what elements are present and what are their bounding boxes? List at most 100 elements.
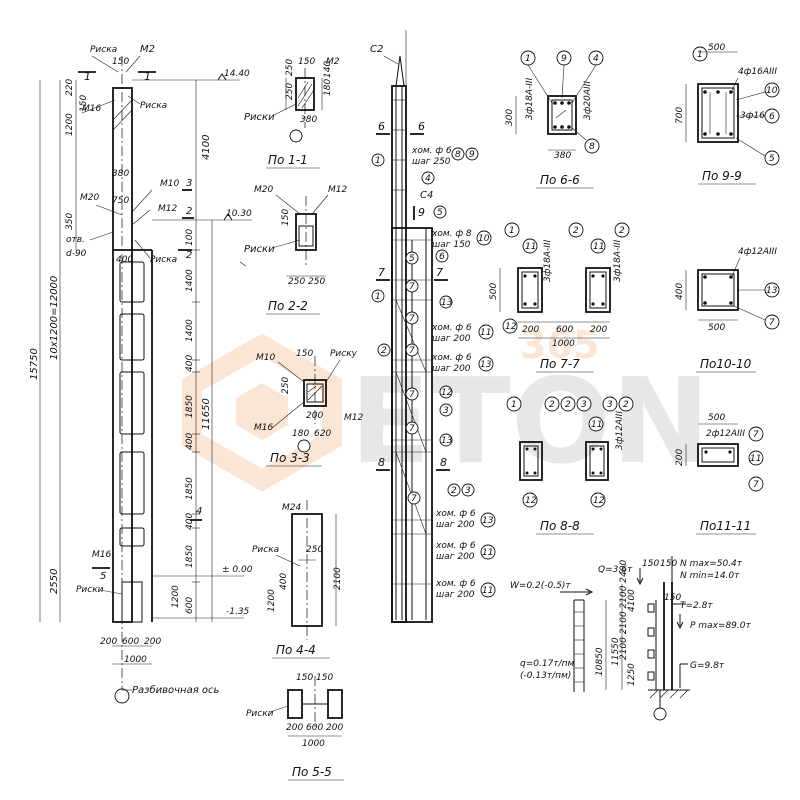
sec66-bar-right: 3ф20АIII: [583, 81, 593, 120]
sec33-title: По 3-3: [270, 451, 310, 465]
stirrups: [392, 99, 432, 585]
section-2-top: 2: [186, 206, 192, 217]
section-5-5: Риски 150 150 200 600 200 1000 По 5-5: [246, 673, 344, 781]
sec33-riska: Риску: [330, 349, 358, 359]
svg-text:3: 3: [607, 400, 613, 410]
svg-text:13: 13: [441, 298, 453, 308]
dim-1400b: 1400: [185, 319, 195, 342]
note-5-line1: хом. ф 6: [435, 541, 476, 551]
section-3-label: 3: [186, 178, 192, 189]
riski-bottom-label: Риски: [76, 585, 104, 595]
svg-text:3: 3: [581, 400, 587, 410]
sec55-riski: Риски: [246, 709, 274, 719]
load-nmax: N max=50.4т: [680, 559, 743, 569]
svg-text:7: 7: [409, 390, 415, 400]
svg-text:2: 2: [623, 400, 629, 410]
sec44-title: По 4-4: [276, 643, 316, 657]
sec55-d600: 600: [306, 723, 323, 733]
sec88-bar: 3ф12АIII: [615, 411, 625, 450]
svg-text:3: 3: [443, 406, 449, 416]
sec77-bar-left: 3ф18А-III: [543, 239, 553, 282]
sec88-title: По 8-8: [540, 519, 580, 533]
sec77-d200a: 200: [522, 325, 539, 335]
sec66-bar-left: 3ф18А-III: [525, 77, 535, 120]
svg-text:13: 13: [441, 436, 453, 446]
sec33-m10: М10: [256, 353, 275, 363]
label-c4: С4: [420, 190, 433, 201]
sec33-d200: 200: [306, 411, 323, 421]
note-0-line2: шаг 250: [412, 157, 451, 167]
hatch-1-1: [297, 81, 315, 109]
reinf-sec8-left: 8: [378, 456, 385, 469]
dim-200a-bottom: 200: [100, 637, 117, 647]
svg-text:7: 7: [409, 346, 415, 356]
m10-label: М10: [160, 179, 179, 189]
note-6-line1: хом. ф 6: [435, 579, 476, 589]
note-1-line2: шаг 150: [432, 240, 471, 250]
dim-350-left: 350: [65, 213, 75, 230]
note-4-line1: хом. ф 6: [435, 509, 476, 519]
sec77-d500: 500: [489, 283, 499, 300]
section-10-10: 13 7 4ф12АIII 400 500 По10-10: [675, 247, 780, 373]
note-5-line2: шаг 200: [436, 552, 475, 562]
svg-text:4: 4: [425, 174, 431, 184]
watermark-subtext: 365: [520, 323, 599, 367]
dim-2400: 2100 2100 2100 2400: [619, 560, 629, 660]
svg-text:2: 2: [565, 400, 571, 410]
dim-1000-bottom: 1000: [124, 655, 147, 665]
riska-right-label: Риска: [140, 101, 167, 111]
svg-text:7: 7: [411, 494, 417, 504]
sec1010-bar: 4ф12АIII: [738, 247, 777, 257]
section-2-2: М20 М12 150 Риски 250 250 По 2-2: [244, 185, 347, 315]
axis-label: Разбивочная ось: [132, 684, 220, 696]
sec11-d250: 250: [285, 83, 295, 100]
reinf-sec6-left: 6: [378, 120, 385, 133]
sec66-title: По 6-6: [540, 173, 580, 187]
svg-text:11: 11: [593, 242, 604, 252]
note-6-line2: шаг 200: [436, 590, 475, 600]
svg-text:8: 8: [589, 142, 595, 152]
sec33-d180: 180: [292, 429, 309, 439]
note-4-line2: шаг 200: [436, 520, 475, 530]
section-6-6: 1 9 4 8 3ф18А-III 3ф20АIII 300 380 По 6-…: [505, 50, 604, 189]
load-d150a: 150: [642, 559, 659, 569]
dim-11550: 11550: [611, 637, 621, 666]
svg-text:1: 1: [525, 54, 531, 64]
sec1111-bar: 2ф12АIII: [706, 429, 745, 439]
note-0-bubble-0: 8: [455, 150, 461, 160]
svg-text:1: 1: [375, 292, 381, 302]
reinf-sec7-left: 7: [378, 266, 385, 279]
note-2-line2: шаг 200: [432, 334, 471, 344]
note-2-bubble-0: 11: [480, 328, 491, 338]
sec11-d150: 150: [298, 57, 315, 67]
sec11-d180: 180: [323, 79, 333, 96]
sec77-d600: 600: [556, 325, 573, 335]
m20-label: М20: [80, 193, 99, 203]
m2-label: М2: [140, 44, 155, 55]
svg-text:11: 11: [591, 420, 602, 430]
sec33-d150: 150: [296, 349, 313, 359]
load-t: T=2.8т: [680, 601, 713, 611]
sec66-d380: 380: [554, 151, 571, 161]
reinf-sec7-right: 7: [436, 266, 443, 279]
watermark-text: ETON: [350, 352, 710, 490]
note-2-line1: хом. ф 6: [431, 323, 472, 333]
sec11-title: По 1-1: [268, 153, 308, 167]
reinf-sec9: 9: [418, 206, 425, 219]
sec11-d140: 140: [323, 61, 333, 78]
svg-text:1: 1: [509, 226, 515, 236]
dim-total: 15750: [29, 348, 40, 380]
sec33-d620: 620: [314, 429, 331, 439]
dim-150-top: 150: [112, 57, 129, 67]
sec22-d250: 250: [288, 277, 305, 287]
rung-marks: [647, 603, 655, 681]
dim-10850: 10850: [595, 647, 605, 676]
elevation-mid: 10.30: [226, 209, 252, 219]
m16-bottom-label: М16: [92, 550, 111, 560]
note-1-line1: хом. ф 8: [431, 229, 472, 239]
tick-marks-right: [192, 249, 200, 583]
d90-label: d-90: [66, 249, 87, 259]
note-0-line1: хом. ф 6: [411, 146, 452, 156]
sec22-m20: М20: [254, 185, 273, 195]
